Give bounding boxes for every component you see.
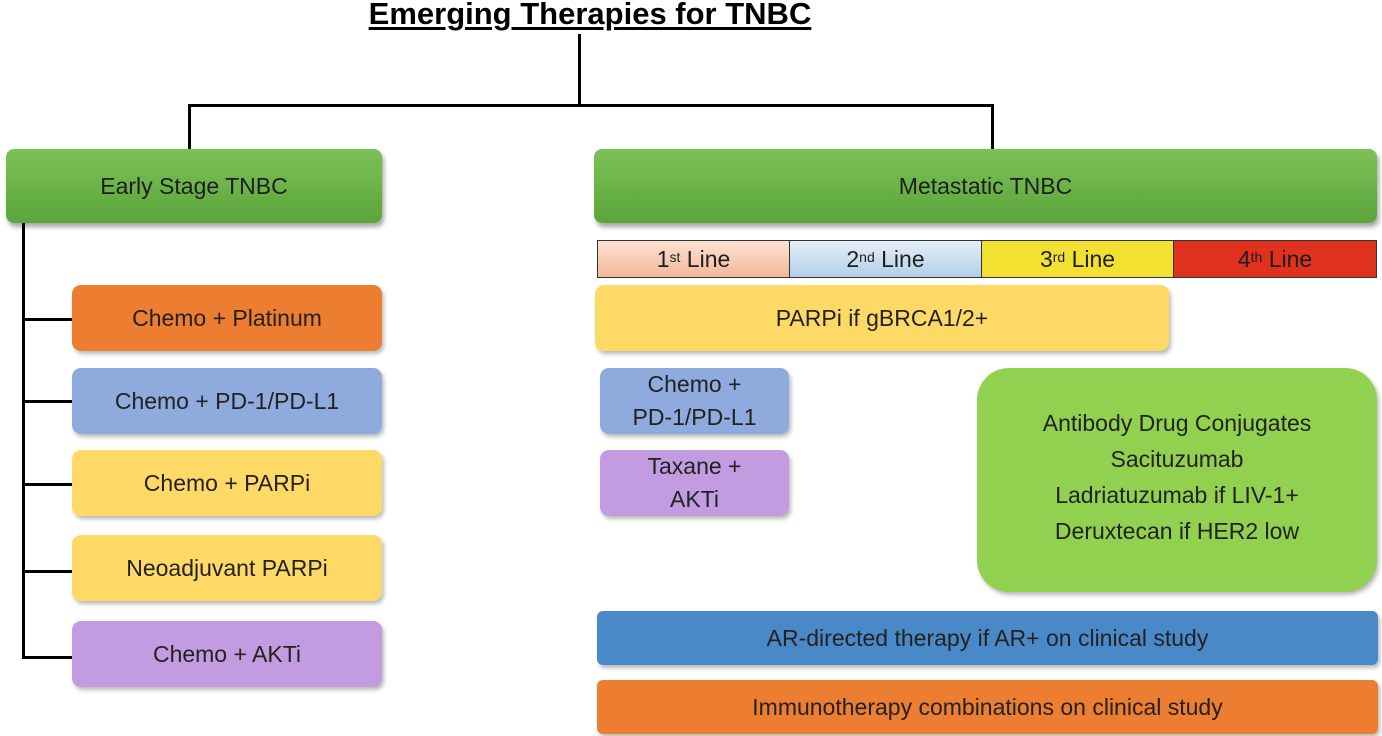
- taxane-akti-line: AKTi: [670, 486, 719, 512]
- adc-line: Antibody Drug Conjugates: [1042, 410, 1312, 436]
- trunk-connector: [578, 34, 581, 106]
- line-word: Line: [686, 245, 731, 272]
- early-item-label: Chemo + AKTi: [152, 641, 302, 667]
- early-item-chemo-parpi: Chemo + PARPi: [72, 450, 382, 516]
- line-word: Line: [1071, 245, 1116, 272]
- early-item-chemo-pd1: Chemo + PD-1/PD-L1: [72, 368, 382, 434]
- early-item-label: Neoadjuvant PARPi: [126, 555, 328, 581]
- early-item-label: Chemo + PARPi: [143, 470, 311, 496]
- metastatic-header: Metastatic TNBC: [594, 149, 1377, 223]
- line-word: Line: [1268, 245, 1313, 272]
- ar-directed-therapy-box: AR-directed therapy if AR+ on clinical s…: [597, 611, 1378, 665]
- metastatic-header-label: Metastatic TNBC: [898, 173, 1073, 199]
- early-tick-connector: [22, 400, 72, 403]
- chemo-pd1-line: PD-1/PD-L1: [632, 404, 757, 430]
- adc-line: Deruxtecan if HER2 low: [1054, 518, 1300, 544]
- line-num: 3: [1039, 245, 1053, 272]
- immunotherapy-label: Immunotherapy combinations on clinical s…: [752, 694, 1223, 720]
- adc-line: Sacituzumab: [1110, 446, 1244, 472]
- early-item-label: Chemo + Platinum: [132, 305, 322, 331]
- line-word: Line: [881, 245, 925, 272]
- early-stage-header-label: Early Stage TNBC: [100, 173, 288, 199]
- early-tick-connector: [22, 570, 72, 573]
- early-stage-header: Early Stage TNBC: [6, 149, 382, 223]
- parpi-gbrca-label: PARPi if gBRCA1/2+: [775, 305, 989, 331]
- chemo-pd1-line: Chemo +: [647, 371, 742, 397]
- early-tick-connector: [22, 656, 72, 659]
- branch-left-connector: [188, 104, 191, 150]
- early-item-chemo-platinum: Chemo + Platinum: [72, 285, 382, 351]
- early-item-neoadjuvant-parpi: Neoadjuvant PARPi: [72, 535, 382, 601]
- page-title: Emerging Therapies for TNBC: [368, 0, 812, 31]
- early-tick-connector: [22, 318, 72, 321]
- adc-line: Ladriatuzumab if LIV-1+: [1055, 482, 1299, 508]
- branch-horizontal-connector: [188, 104, 994, 107]
- early-tick-connector: [22, 483, 72, 486]
- early-spine-connector: [22, 222, 25, 659]
- early-item-label: Chemo + PD-1/PD-L1: [114, 388, 340, 414]
- branch-right-connector: [991, 104, 994, 150]
- antibody-drug-conjugates-box: Antibody Drug Conjugates Sacituzumab Lad…: [977, 368, 1377, 592]
- taxane-akti-box: Taxane + AKTi: [600, 450, 789, 516]
- early-item-chemo-akti: Chemo + AKTi: [72, 621, 382, 687]
- chemo-pd1-box: Chemo + PD-1/PD-L1: [600, 368, 789, 434]
- parpi-gbrca-box: PARPi if gBRCA1/2+: [595, 285, 1169, 351]
- line-num: 2: [846, 245, 860, 272]
- line-num: 1: [656, 245, 670, 272]
- ar-directed-label: AR-directed therapy if AR+ on clinical s…: [766, 625, 1209, 651]
- line-num: 4: [1237, 245, 1251, 272]
- immunotherapy-combinations-box: Immunotherapy combinations on clinical s…: [597, 680, 1378, 734]
- taxane-akti-line: Taxane +: [647, 453, 742, 479]
